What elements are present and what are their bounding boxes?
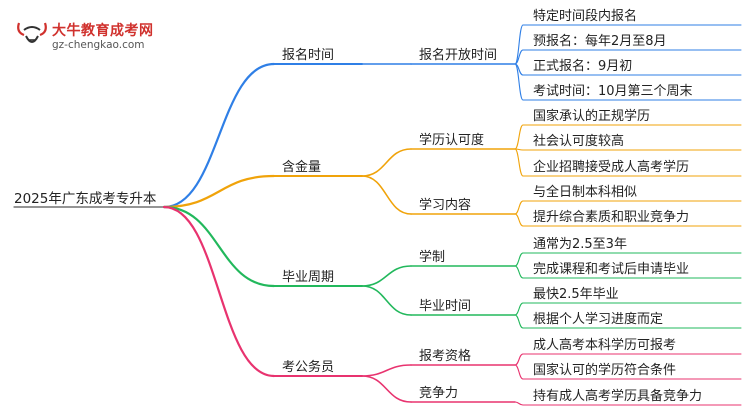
leaf-connector (514, 213, 524, 227)
leaf-connector (514, 49, 524, 65)
leaf-node: 预报名：每年2月至8月 (533, 34, 667, 49)
bull-logo-icon (17, 22, 47, 43)
leaf-node: 最快2.5年毕业 (533, 287, 619, 302)
group-node: 报考资格 (419, 349, 472, 364)
group-node: 学习内容 (419, 198, 472, 213)
leaf-node: 与全日制本科相似 (533, 185, 638, 200)
group-connector (361, 265, 412, 287)
branch-node: 考公务员 (282, 360, 335, 375)
leaf-node: 提升综合素质和职业竞争力 (533, 210, 690, 225)
leaf-connector (514, 364, 524, 380)
branch-node: 毕业周期 (282, 270, 335, 285)
leaf-node: 持有成人高考学历具备竞争力 (533, 389, 703, 404)
group-connector (361, 175, 412, 215)
leaf-node: 国家认可的学历符合条件 (533, 363, 677, 378)
branch-node: 含金量 (282, 160, 322, 175)
logo-url: gz-chengkao.com (52, 39, 145, 51)
leaf-node: 国家承认的正规学历 (533, 109, 651, 124)
leaf-node: 完成课程和考试后申请毕业 (533, 262, 690, 277)
leaf-connector (514, 314, 524, 329)
group-connector (361, 364, 412, 377)
branch-connector (162, 205, 276, 378)
logo-brand-name: 大牛教育成考网 (52, 23, 154, 39)
leaf-node: 社会认可度较高 (533, 134, 625, 149)
group-connector (361, 148, 412, 177)
group-node: 竞争力 (419, 386, 459, 401)
leaf-connector (514, 148, 524, 177)
leaf-connector (514, 124, 524, 150)
brand-logo: 大牛教育成考网 gz-chengkao.com (14, 14, 174, 54)
leaf-connector (514, 353, 524, 366)
leaf-connector (514, 200, 524, 215)
group-connector (361, 285, 412, 316)
group-node: 学历认可度 (419, 133, 485, 148)
branch-connector (162, 174, 276, 209)
leaf-node: 正式报名：9月初 (533, 59, 633, 74)
leaf-node: 通常为2.5至3年 (533, 237, 627, 252)
group-connector (361, 375, 412, 403)
leaf-connector (514, 265, 524, 279)
leaf-connector (514, 63, 524, 101)
leaf-connector (514, 252, 524, 267)
leaf-node: 企业招聘接受成人高考学历 (533, 160, 690, 175)
branch-connector (162, 205, 276, 288)
group-node: 毕业时间 (419, 299, 472, 314)
leaf-connector (514, 302, 524, 316)
branch-connector (162, 62, 276, 209)
group-node: 报名开放时间 (419, 48, 498, 63)
leaf-node: 成人高考本科学历可报考 (533, 338, 677, 353)
group-node: 学制 (419, 250, 446, 265)
leaf-node: 特定时间段内报名 (533, 9, 638, 24)
branch-node: 报名时间 (282, 48, 335, 63)
leaf-connector (514, 24, 524, 65)
leaf-connector (514, 401, 524, 406)
leaf-node: 考试时间：10月第三个周末 (533, 84, 693, 99)
root-node: 2025年广东成考专升本 (14, 191, 157, 207)
leaf-node: 根据个人学习进度而定 (533, 312, 664, 327)
